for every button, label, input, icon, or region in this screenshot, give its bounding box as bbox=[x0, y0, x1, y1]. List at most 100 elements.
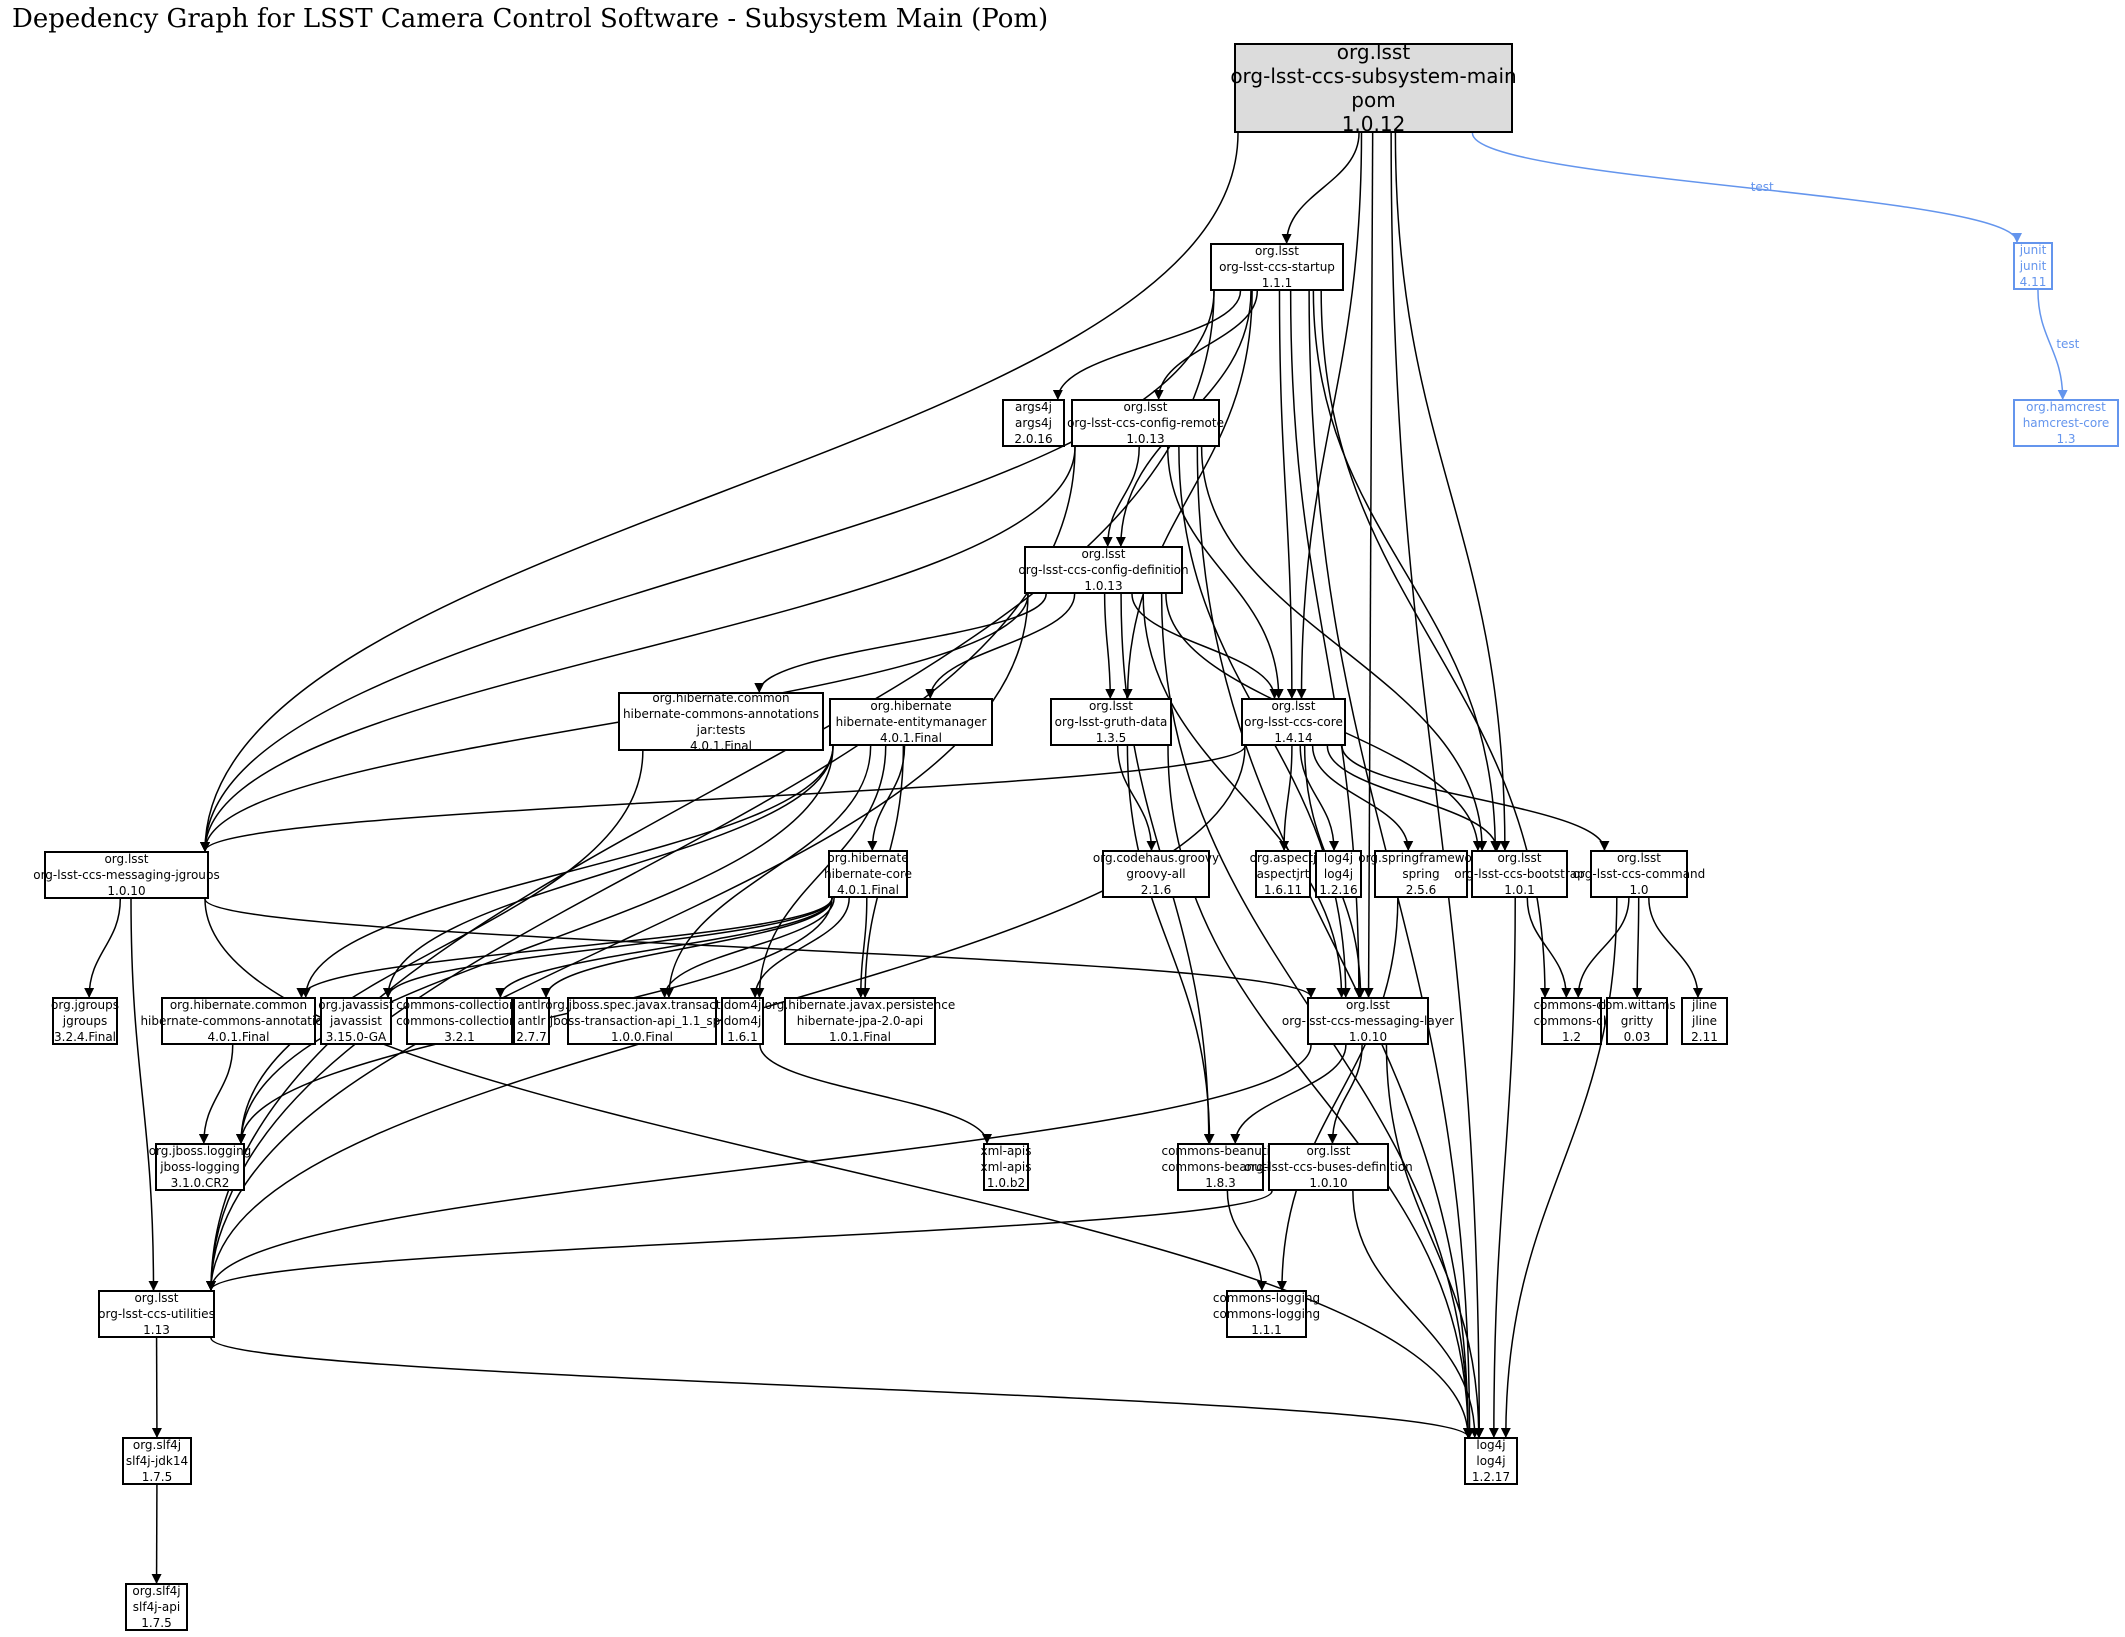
edge-config-remote-to-config-definition bbox=[1102, 446, 1140, 547]
node-label-line: slf4j-api bbox=[132, 1600, 181, 1614]
node-label-line: org-lsst-ccs-config-remote bbox=[1067, 416, 1224, 430]
edge-core-to-spring bbox=[1311, 745, 1414, 851]
node-label-line: jar:tests bbox=[696, 722, 746, 737]
node-label-line: 1.4.14 bbox=[1274, 731, 1313, 745]
node-label-line: 1.0.12 bbox=[1341, 112, 1406, 136]
edge-root-to-messaging-layer bbox=[1363, 132, 1374, 998]
edge-jgroups-msg-to-log4j-17 bbox=[204, 898, 1473, 1438]
edge-config-remote-to-jgroups-msg bbox=[200, 446, 1076, 852]
node-label-line: org-lsst-ccs-subsystem-main bbox=[1230, 64, 1517, 88]
node-label-line: org.lsst bbox=[1345, 998, 1391, 1012]
edge-root-to-core bbox=[1296, 132, 1363, 699]
node-label-line: org-lsst-ccs-utilities bbox=[98, 1307, 215, 1321]
node-label-line: hibernate-core bbox=[823, 867, 913, 881]
edge-core-to-log4j-16 bbox=[1299, 745, 1339, 851]
edge-hibernate-core-to-collections bbox=[495, 897, 833, 998]
node-label-line: org.javassist bbox=[318, 998, 394, 1012]
node-label-line: 1.1.1 bbox=[1261, 276, 1293, 290]
node-label-line: org-lsst-gruth-data bbox=[1054, 715, 1168, 729]
node-label-line: 0.03 bbox=[1623, 1030, 1651, 1044]
node-label-line: org-lsst-ccs-core bbox=[1244, 715, 1343, 729]
node-label-line: 1.6.11 bbox=[1263, 883, 1303, 897]
edge-messaging-layer-to-beanutils bbox=[1230, 1044, 1347, 1144]
edge-root-to-bootstrap bbox=[1394, 132, 1510, 851]
node-label-line: org-lsst-ccs-messaging-jgroups bbox=[33, 868, 220, 882]
node-label-line: 4.0.1.Final bbox=[689, 738, 752, 753]
node-label-line: 1.7.5 bbox=[141, 1616, 172, 1630]
node-label-line: slf4j-jdk14 bbox=[125, 1454, 189, 1468]
node-label-line: 1.3 bbox=[2056, 432, 2076, 446]
node-label-line: 1.0 bbox=[1629, 883, 1649, 897]
node-label-line: commons-logging bbox=[1212, 1307, 1321, 1321]
node-label-line: 3.2.4.Final bbox=[54, 1030, 117, 1044]
node-label-line: 2.11 bbox=[1691, 1030, 1718, 1044]
edge-messaging-layer-to-utilities bbox=[206, 1044, 1312, 1291]
node-label-line: 1.2 bbox=[1561, 1030, 1582, 1044]
node-label-line: 1.0.b2 bbox=[986, 1176, 1026, 1190]
node-label-line: antlr bbox=[517, 1014, 546, 1028]
node-label-line: 1.7.5 bbox=[141, 1470, 173, 1484]
edge-config-definition-to-hca-tests bbox=[754, 593, 1047, 693]
edge-dom4j-to-xml-apis bbox=[759, 1044, 992, 1144]
node-label-line: 2.0.16 bbox=[1014, 432, 1053, 446]
edge-root-to-startup bbox=[1281, 132, 1360, 244]
edge-config-definition-to-gruth bbox=[1103, 593, 1116, 699]
node-label-line: org-lsst-ccs-config-definition bbox=[1018, 563, 1189, 577]
node-label-line: org.hibernate.common bbox=[169, 998, 308, 1012]
node-label-line: org.hibernate.common bbox=[652, 690, 790, 705]
node-label-line: jboss-logging bbox=[160, 1160, 240, 1174]
edge-hibernate-core-to-javassist bbox=[383, 897, 833, 998]
node-label-line: dom4j bbox=[723, 1014, 762, 1028]
edge-jgroups-msg-to-utilities bbox=[130, 898, 159, 1291]
node-label-line: org-lsst-ccs-bootstrap bbox=[1454, 867, 1585, 881]
edge-bootstrap-to-commons-cli bbox=[1526, 897, 1572, 998]
edge-core-to-command bbox=[1341, 745, 1610, 851]
edge-root-to-junit bbox=[1471, 132, 2022, 243]
edge-core-to-jgroups-msg bbox=[200, 745, 1246, 852]
edge-root-to-jgroups-msg bbox=[200, 132, 1239, 852]
edge-startup-to-gruth bbox=[1122, 290, 1253, 699]
node-label-line: junit bbox=[2019, 259, 2047, 273]
